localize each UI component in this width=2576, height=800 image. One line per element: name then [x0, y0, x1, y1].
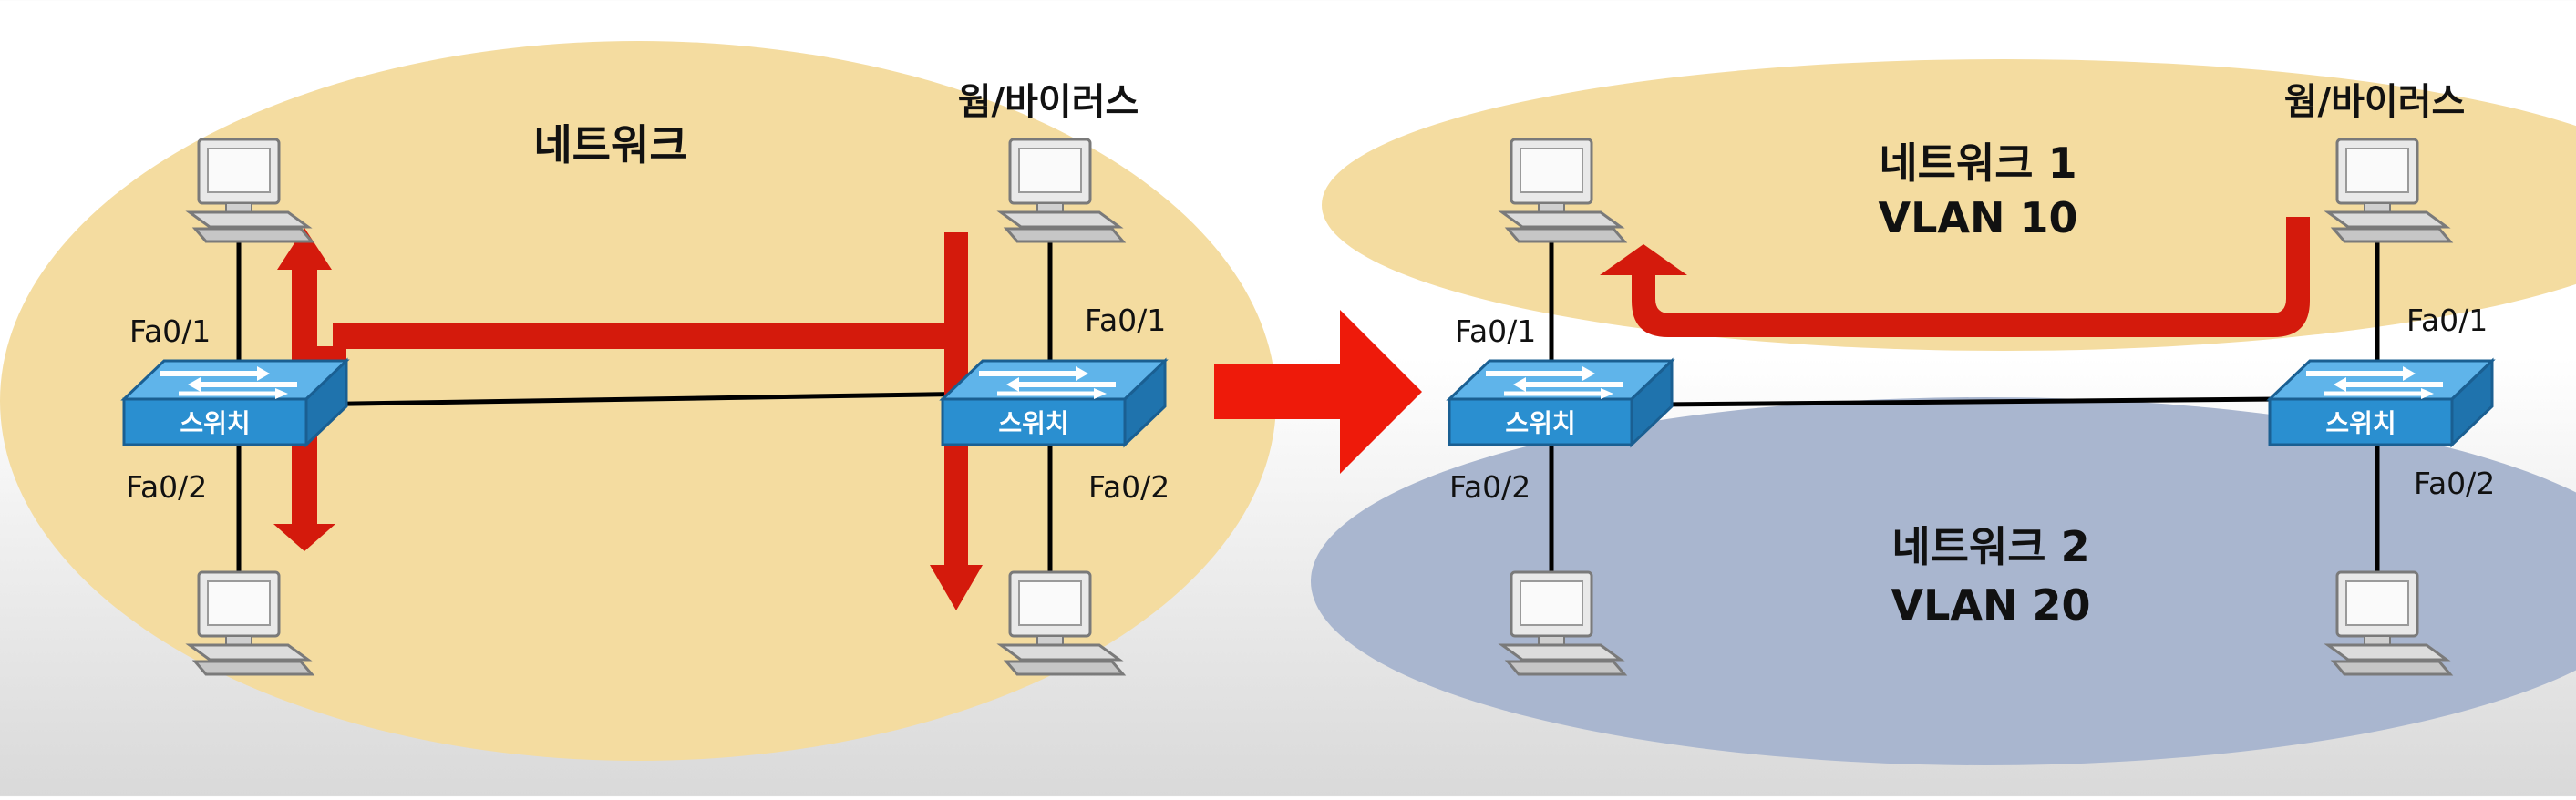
port-label: Fa0/2 — [1088, 469, 1170, 505]
switch-icon: 스위치 — [943, 361, 1165, 445]
switch-icon: 스위치 — [2270, 361, 2492, 445]
switch-label: 스위치 — [1505, 408, 1575, 438]
network2-label: 네트워크 2 — [1891, 522, 2089, 571]
worm-arrow-right — [1600, 217, 2310, 337]
port-label: Fa0/2 — [1449, 469, 1530, 505]
port-label: Fa0/2 — [2414, 466, 2495, 501]
transition-arrow — [1214, 310, 1422, 474]
port-label: Fa0/1 — [129, 313, 211, 349]
port-label: Fa0/1 — [1085, 303, 1166, 338]
worm-label: 웜/바이러스 — [2284, 81, 2466, 123]
vlan20-area — [1311, 397, 2576, 765]
network-label: 네트워크 — [533, 120, 687, 169]
vlan10-label: VLAN 10 — [1878, 193, 2077, 242]
port-label: Fa0/1 — [2406, 303, 2488, 338]
switch-label: 스위치 — [998, 408, 1068, 438]
switch-icon: 스위치 — [124, 361, 346, 445]
switch-label: 스위치 — [2325, 408, 2396, 438]
port-label: Fa0/2 — [126, 469, 207, 505]
vlan20-label: VLAN 20 — [1891, 580, 2090, 630]
network1-label: 네트워크 1 — [1879, 138, 2076, 188]
switch-icon: 스위치 — [1449, 361, 1672, 445]
port-label: Fa0/1 — [1455, 313, 1536, 349]
switch-label: 스위치 — [180, 408, 250, 438]
worm-label: 웜/바이러스 — [958, 81, 1139, 123]
